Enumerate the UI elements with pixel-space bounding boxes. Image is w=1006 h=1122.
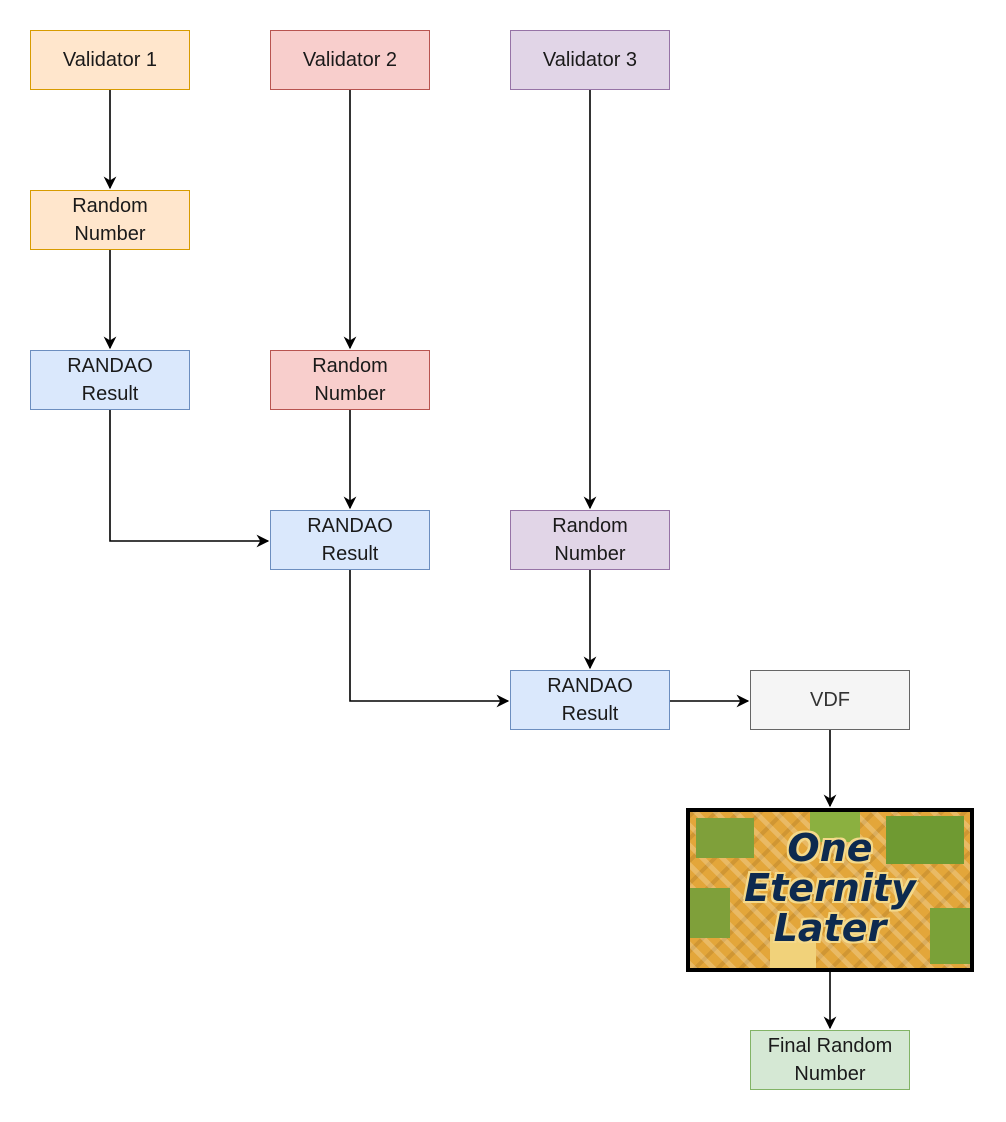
validator-3-label: Validator 3 — [542, 49, 638, 71]
edge-randao1-randao2 — [109, 410, 270, 548]
validator-1-node: Validator 1 — [30, 30, 190, 90]
one-eternity-later-image: One Eternity Later — [686, 808, 974, 972]
randao-result-1-label: RANDAO Result — [67, 355, 153, 405]
randao-result-1-node: RANDAO Result — [30, 350, 190, 410]
validator-1-label: Validator 1 — [62, 49, 158, 71]
randao-result-3-label: RANDAO Result — [547, 675, 633, 725]
randao-result-3-node: RANDAO Result — [510, 670, 670, 730]
vdf-label: VDF — [810, 689, 850, 711]
edge-randao2-randao3 — [349, 570, 510, 708]
random-number-2-node: Random Number — [270, 350, 430, 410]
vdf-node: VDF — [750, 670, 910, 730]
randao-result-2-node: RANDAO Result — [270, 510, 430, 570]
validator-3-node: Validator 3 — [510, 30, 670, 90]
random-number-1-label: Random Number — [72, 195, 148, 245]
meme-tile — [696, 818, 754, 858]
meme-tile — [810, 812, 860, 842]
meme-tile — [690, 888, 730, 938]
meme-tile — [770, 934, 816, 968]
meme-tile — [930, 908, 970, 964]
final-random-number-label: Final Random Number — [767, 1035, 893, 1085]
meme-tile — [886, 816, 964, 864]
randao-result-2-label: RANDAO Result — [307, 515, 393, 565]
validator-2-node: Validator 2 — [270, 30, 430, 90]
random-number-3-label: Random Number — [552, 515, 628, 565]
random-number-1-node: Random Number — [30, 190, 190, 250]
final-random-number-node: Final Random Number — [750, 1030, 910, 1090]
meme-caption: One Eternity Later — [744, 826, 916, 950]
random-number-3-node: Random Number — [510, 510, 670, 570]
random-number-2-label: Random Number — [312, 355, 388, 405]
validator-2-label: Validator 2 — [302, 49, 398, 71]
